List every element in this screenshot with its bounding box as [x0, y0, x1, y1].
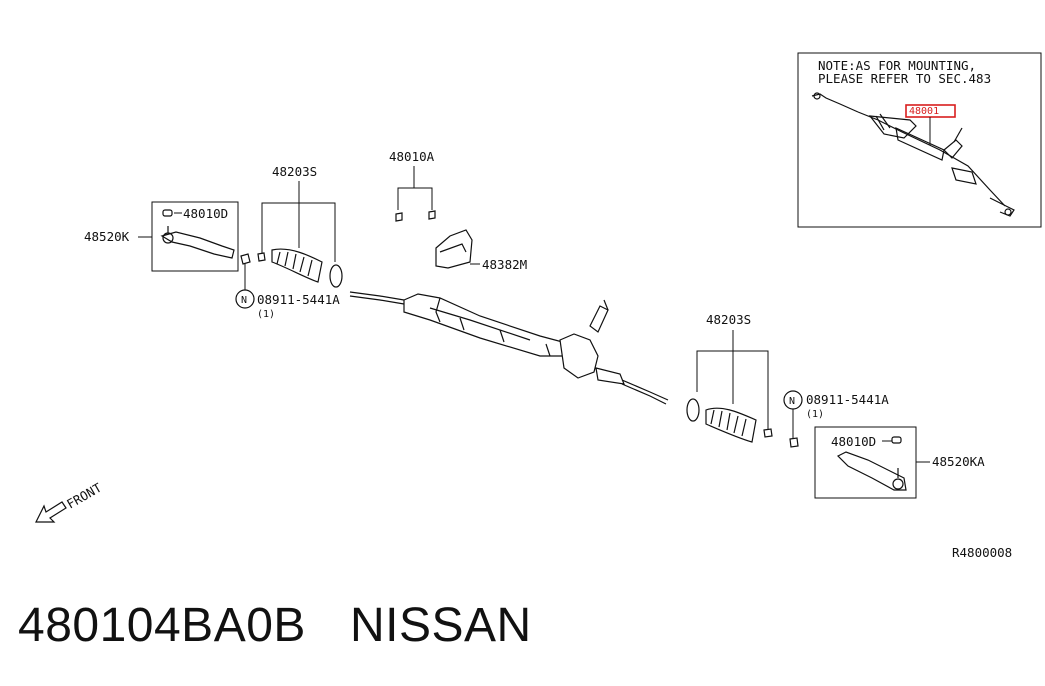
- bracket-group: 48382M: [435, 229, 527, 272]
- label-tie-rod-end-left[interactable]: 48520K: [84, 229, 130, 244]
- footer-part-number: 480104BA0B: [18, 599, 306, 652]
- label-lock-nut-right[interactable]: 48010D: [831, 434, 876, 449]
- front-arrow: FRONT: [35, 480, 104, 523]
- pinion-shaft: [589, 305, 609, 333]
- clamp-left: [329, 264, 343, 288]
- label-nut-set[interactable]: 48010A: [389, 149, 435, 164]
- clamp-right: [686, 398, 700, 422]
- left-nut-group: N 08911-5441A (1): [235, 253, 340, 320]
- bolt-a: [395, 212, 403, 222]
- steering-rack: [349, 291, 669, 405]
- footer-brand: NISSAN: [350, 599, 532, 652]
- boot-left: [271, 248, 323, 283]
- lock-nut-left: [162, 209, 173, 217]
- boot-right: [705, 407, 757, 443]
- diagram-ref: R4800008: [952, 545, 1012, 560]
- nut-set-group: 48010A: [389, 149, 436, 222]
- n-mark-right-text: N: [789, 396, 795, 407]
- left-boot-group: 48203S: [257, 164, 343, 288]
- nut-left: [240, 253, 251, 265]
- label-nut-left-code[interactable]: 08911-5441A: [257, 292, 340, 307]
- nut-right: [789, 437, 799, 448]
- bolt-b: [428, 210, 436, 220]
- n-mark-left: [235, 289, 255, 309]
- tie-rod-end-left: [160, 231, 235, 259]
- label-bracket[interactable]: 48382M: [482, 257, 527, 272]
- tie-rod-end-right: [836, 451, 907, 491]
- note-inset: NOTE:AS FOR MOUNTING, PLEASE REFER TO SE…: [797, 52, 1042, 228]
- bracket: [435, 229, 473, 269]
- left-tie-rod-group: 48520K 48010D: [84, 201, 239, 272]
- label-boot-right[interactable]: 48203S: [706, 312, 751, 327]
- note-line-2: PLEASE REFER TO SEC.483: [818, 71, 991, 86]
- note-line-1: NOTE:AS FOR MOUNTING,: [818, 58, 976, 73]
- label-tie-rod-end-right[interactable]: 48520KA: [932, 454, 985, 469]
- pinion-housing: [559, 333, 599, 379]
- front-arrow-icon: [35, 501, 67, 523]
- label-nut-left-qty: (1): [257, 309, 275, 320]
- right-nut-group: N 08911-5441A (1): [783, 390, 889, 448]
- front-label: FRONT: [64, 480, 104, 512]
- highlight-part-label[interactable]: 48001: [909, 106, 939, 117]
- right-tie-rod-group: 48010D 48520KA: [814, 426, 985, 499]
- label-nut-right-qty: (1): [806, 409, 824, 420]
- note-inset-frame: [797, 52, 1042, 228]
- label-boot-left[interactable]: 48203S: [272, 164, 317, 179]
- label-nut-right-code[interactable]: 08911-5441A: [806, 392, 889, 407]
- n-mark-left-text: N: [241, 295, 247, 306]
- mini-rack-assembly: [811, 92, 1015, 217]
- right-boot-group: 48203S: [686, 312, 773, 443]
- label-lock-nut-left[interactable]: 48010D: [183, 206, 228, 221]
